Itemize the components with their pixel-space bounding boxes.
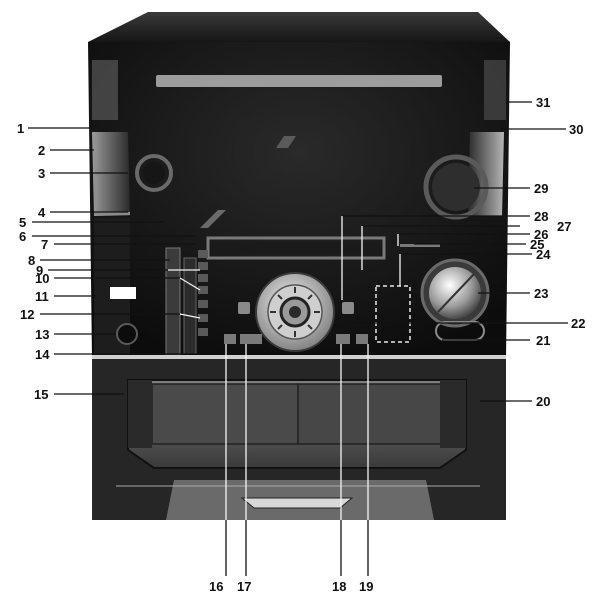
callout-30: 30 xyxy=(569,122,583,137)
base-emblem xyxy=(240,497,354,509)
right-upper-knob-ring xyxy=(423,154,489,220)
callout-13: 13 xyxy=(35,327,49,342)
button-7 xyxy=(198,250,208,258)
deck-left-edge xyxy=(128,380,152,448)
logo-mark xyxy=(276,136,296,148)
callout-4: 4 xyxy=(38,205,46,220)
left-accent-line xyxy=(94,212,130,215)
callout-2: 2 xyxy=(38,143,45,158)
callout-8: 8 xyxy=(28,253,35,268)
callout-9: 9 xyxy=(36,263,43,278)
callout-26: 26 xyxy=(534,227,548,242)
volume-knob-indicator xyxy=(437,273,475,313)
cd-tray-slot xyxy=(156,75,442,87)
button-10b xyxy=(198,300,208,308)
callout-17: 17 xyxy=(237,579,251,594)
right-accent-bar xyxy=(400,244,440,247)
button-12b xyxy=(198,328,208,336)
callout-24: 24 xyxy=(536,247,551,262)
button-16 xyxy=(224,334,236,344)
callout-14: 14 xyxy=(35,347,50,362)
button-8 xyxy=(198,262,208,270)
phones-jack xyxy=(116,323,138,345)
callout-25: 25 xyxy=(530,237,544,252)
callout-1: 1 xyxy=(17,121,24,136)
callout-23: 23 xyxy=(534,286,548,301)
button-10 xyxy=(198,286,208,294)
left-side-panel xyxy=(92,132,130,216)
button-19 xyxy=(356,334,368,344)
callout-3: 3 xyxy=(38,166,45,181)
deck-right-edge xyxy=(440,380,466,448)
unit-top xyxy=(88,12,510,42)
button-12 xyxy=(198,314,208,322)
display-accent xyxy=(200,210,226,228)
leader-lines xyxy=(28,101,568,576)
callout-10: 10 xyxy=(35,271,49,286)
jog-dial-ticks xyxy=(270,287,320,337)
glow-left xyxy=(92,60,118,120)
white-indicator xyxy=(110,287,136,299)
lower-body-top-highlight xyxy=(92,355,506,359)
display-window xyxy=(206,236,386,260)
callout-12: 12 xyxy=(20,307,34,322)
left-knob-center xyxy=(143,162,165,184)
callout-22: 22 xyxy=(571,316,585,331)
display-window-inner xyxy=(214,242,378,254)
button-9 xyxy=(198,274,208,282)
button-18 xyxy=(336,334,350,344)
unit-body xyxy=(88,12,510,358)
button-column xyxy=(165,247,181,357)
callout-28: 28 xyxy=(534,209,548,224)
callout-16: 16 xyxy=(209,579,223,594)
callout-29: 29 xyxy=(534,181,548,196)
button-column-2 xyxy=(183,257,197,355)
jog-right-button xyxy=(342,302,354,314)
right-upper-knob xyxy=(432,163,480,211)
left-knob xyxy=(135,154,173,192)
glow-right xyxy=(484,60,506,120)
callout-labels: 1 2 3 4 5 6 7 8 9 10 11 12 13 14 15 16 1… xyxy=(17,95,585,594)
callout-19: 19 xyxy=(359,579,373,594)
callout-27: 27 xyxy=(557,219,571,234)
callout-5: 5 xyxy=(19,215,26,230)
callout-21: 21 xyxy=(536,333,550,348)
callout-11: 11 xyxy=(35,289,49,304)
callout-31: 31 xyxy=(536,95,550,110)
cassette-door-right xyxy=(297,383,443,445)
callout-6: 6 xyxy=(19,229,26,244)
jog-dial-hub xyxy=(289,306,301,318)
callout-18: 18 xyxy=(332,579,346,594)
button-17 xyxy=(240,334,262,344)
cassette-door-left xyxy=(151,383,299,445)
callout-15: 15 xyxy=(34,387,48,402)
jog-left-button xyxy=(238,302,250,314)
callout-7: 7 xyxy=(41,237,48,252)
callout-20: 20 xyxy=(536,394,550,409)
remote-sensor-box xyxy=(375,285,411,343)
